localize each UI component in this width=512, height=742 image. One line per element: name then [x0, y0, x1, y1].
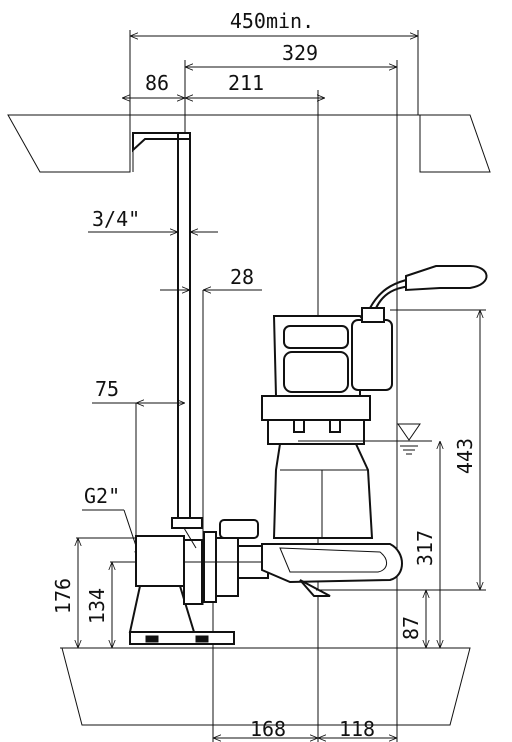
dim-3-4-label: 3/4" — [92, 207, 140, 231]
dim-329-label: 329 — [282, 41, 318, 65]
ceiling-slab-right — [419, 114, 491, 173]
dim-176: 176 — [51, 538, 78, 648]
dim-450-label: 450min. — [230, 9, 314, 33]
dim-75-label: 75 — [95, 377, 119, 401]
dim-134-label: 134 — [85, 588, 109, 624]
dim-450: 450min. — [130, 9, 418, 36]
dim-28-label: 28 — [230, 265, 254, 289]
dim-211-label: 211 — [228, 71, 264, 95]
water-level-icon — [298, 423, 432, 455]
dim-176-label: 176 — [51, 578, 75, 614]
dim-118: 118 — [318, 717, 397, 741]
dim-168-label: 168 — [250, 717, 286, 741]
dim-134: 134 — [85, 562, 112, 648]
dim-3-4: 3/4" — [88, 207, 218, 232]
duckfoot-base — [128, 517, 235, 645]
guide-pipe — [177, 133, 191, 518]
dim-168: 168 — [213, 717, 318, 741]
top-bracket — [132, 132, 191, 172]
ceiling-slab-left — [7, 114, 131, 173]
dim-317: 317 — [413, 441, 440, 648]
dim-86-label: 86 — [145, 71, 169, 95]
pump-coupling — [203, 519, 269, 603]
dim-87-label: 87 — [399, 616, 423, 640]
dim-211: 211 — [185, 71, 325, 98]
dim-75: 75 — [92, 377, 185, 548]
dim-86: 86 — [122, 71, 185, 98]
dim-317-label: 317 — [413, 530, 437, 566]
dim-87: 87 — [399, 590, 426, 648]
pump-motor — [261, 315, 374, 539]
dim-118-label: 118 — [339, 717, 375, 741]
dim-g2-label: G2" — [84, 484, 120, 508]
float-switch — [351, 265, 488, 391]
dim-g2: G2" — [82, 484, 140, 558]
pump-volute — [261, 543, 403, 597]
dim-443-label: 443 — [453, 438, 477, 474]
dim-443: 443 — [453, 310, 480, 590]
dim-329: 329 — [185, 41, 397, 67]
floor-slab — [61, 647, 471, 726]
